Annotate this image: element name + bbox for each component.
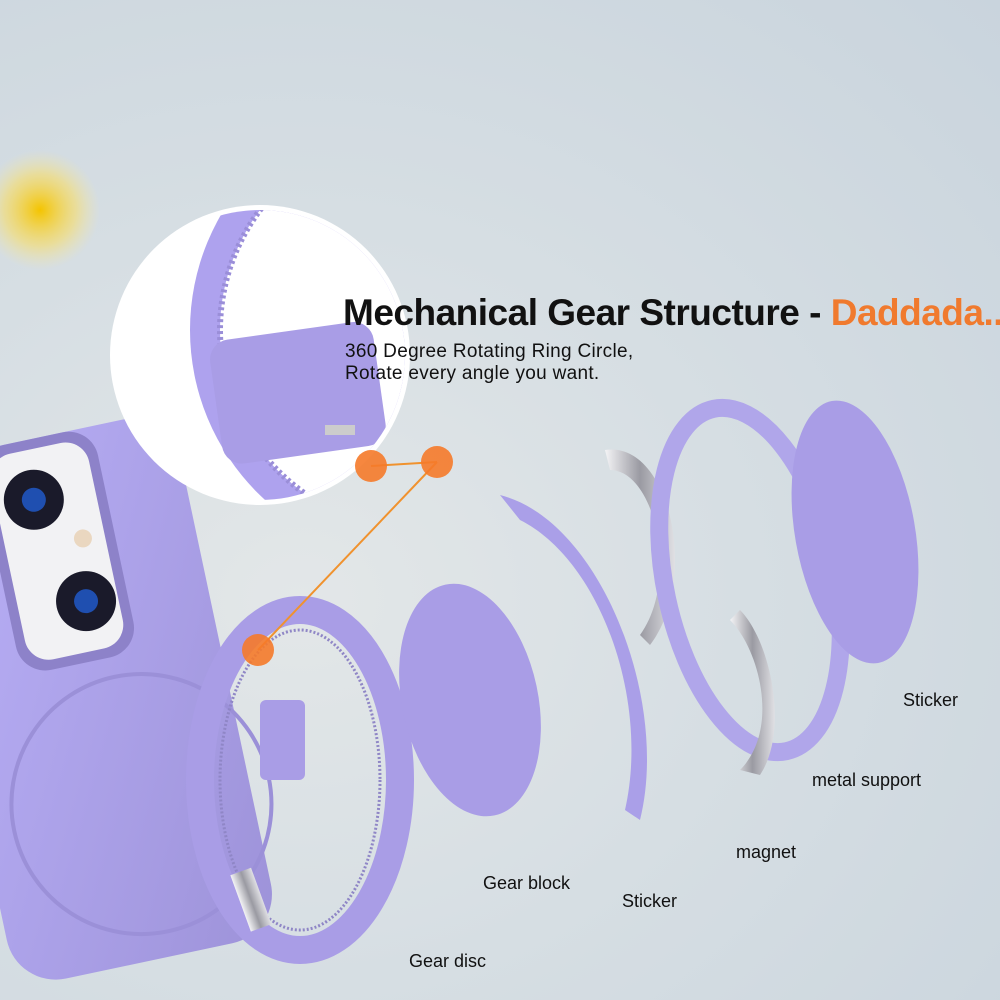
label-gear-block: Gear block (483, 873, 571, 893)
label-sticker-top: Sticker (903, 690, 959, 710)
headline: Mechanical Gear Structure - Daddada.... (343, 292, 1000, 334)
subtitle: 360 Degree Rotating Ring Circle, Rotate … (345, 341, 633, 385)
gear-block (399, 583, 541, 817)
flower-blur (0, 150, 100, 270)
callout-dot (355, 450, 387, 482)
label-gear-disc: Gear disc (409, 951, 487, 971)
label-magnet: magnet (736, 842, 797, 862)
subtitle-line2: Rotate every angle you want. (345, 363, 600, 384)
headline-main: Mechanical Gear Structure - (343, 292, 831, 333)
label-metal-support: metal support (812, 770, 922, 790)
sticker-disc (791, 400, 919, 664)
sticker-arc (500, 495, 648, 820)
gear-disc (186, 596, 414, 964)
subtitle-line1: 360 Degree Rotating Ring Circle, (345, 341, 634, 362)
headline-accent: Daddada.... (830, 292, 1000, 333)
label-sticker-bottom: Sticker (622, 891, 678, 911)
callout-dot (242, 634, 274, 666)
callout-dot (421, 446, 453, 478)
